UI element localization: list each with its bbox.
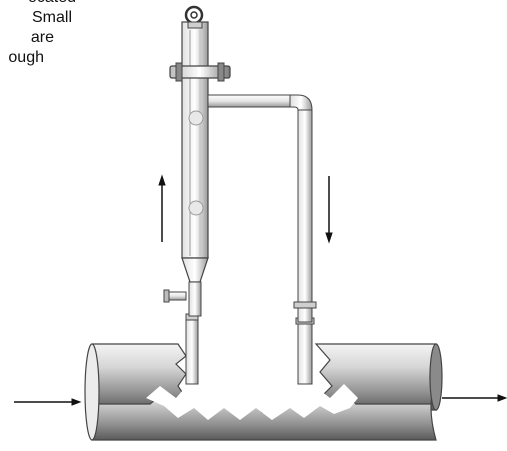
column-ball-upper — [188, 110, 204, 126]
pipe-right-end — [429, 343, 443, 411]
inlet-probe — [185, 313, 199, 385]
return-tube — [207, 94, 317, 323]
sensor-column — [163, 5, 231, 317]
arrow-down-icon — [325, 176, 333, 244]
process-pipe — [84, 343, 443, 441]
description-line-3: are — [30, 29, 54, 46]
column-ball-lower — [188, 200, 204, 216]
arrow-up-icon — [158, 174, 166, 242]
pipe-cutaway — [146, 382, 358, 420]
drain-valve-icon — [163, 289, 187, 303]
description-line-2: Small — [31, 9, 72, 26]
column-flange — [169, 65, 231, 79]
arrow-right-icon — [442, 394, 507, 402]
outlet-probe — [295, 317, 315, 385]
description-line-4: ough — [8, 49, 44, 66]
pipe-left-end — [84, 343, 100, 441]
description-line-1: ocated — [0, 0, 76, 8]
description-text-fragment: ocated Small are ough — [0, 0, 80, 80]
flow-arrows — [14, 174, 507, 406]
arrow-right-icon — [14, 398, 82, 406]
